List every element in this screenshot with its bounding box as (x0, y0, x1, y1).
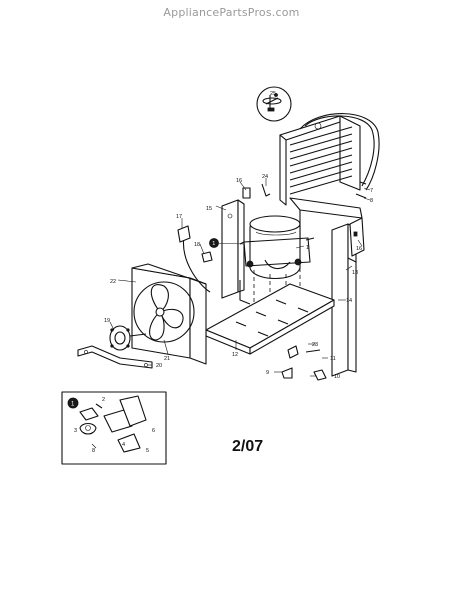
inset-callout-3: 3 (74, 428, 77, 434)
inset-detail-box: 1 (61, 391, 167, 465)
clips (242, 183, 271, 199)
callout-20: 20 (156, 363, 162, 369)
inset-marker-box-label: 1 (71, 402, 75, 408)
inset-callout-4: 4 (122, 442, 125, 448)
inset-callout-5: 5 (146, 448, 149, 454)
fan-motor (109, 325, 147, 351)
callout-17: 17 (176, 214, 182, 220)
motor-bracket (77, 345, 153, 369)
fasteners (281, 181, 367, 381)
callout-13: 13 (352, 270, 358, 276)
callout-8: 8 (370, 198, 373, 204)
inset-callout-8: 8 (92, 448, 95, 454)
callout-25: 25 (270, 91, 276, 97)
callout-labels: 25 7 8 16 24 15 17 18 1 16 13 14 22 19 2… (104, 91, 373, 380)
callout-12: 12 (232, 352, 238, 358)
watermark: AppliancePartsPros.com (163, 6, 300, 19)
inset-marker-main: 1 (209, 238, 219, 248)
compressor (239, 215, 315, 279)
callout-1: 1 (306, 245, 309, 251)
inset-callout-labels: 2 3 4 5 6 8 (74, 397, 155, 454)
left-bracket (221, 199, 245, 299)
condenser-coil (279, 113, 380, 206)
inset-callout-2: 2 (102, 397, 105, 403)
callout-16-right: 16 (356, 246, 362, 252)
callout-19: 19 (104, 318, 110, 324)
callout-22: 22 (110, 279, 116, 285)
callout-14: 14 (346, 298, 352, 304)
detail-circle-25 (256, 86, 292, 122)
callout-16-left: 16 (236, 178, 242, 184)
callout-7: 7 (370, 188, 373, 194)
callout-18: 18 (194, 242, 200, 248)
fan-blade (149, 284, 184, 341)
right-side-panel (289, 197, 365, 377)
callout-11: 11 (330, 356, 336, 362)
callout-9: 9 (266, 370, 269, 376)
base-plate (205, 280, 335, 355)
revision-date: 2/07 (232, 438, 264, 455)
callout-24: 24 (262, 174, 268, 180)
callout-21: 21 (164, 356, 170, 362)
callout-23: 23 (312, 342, 318, 348)
callout-15: 15 (206, 206, 212, 212)
callout-10: 10 (334, 374, 340, 380)
inset-marker-main-label: 1 (212, 241, 215, 247)
inset-callout-6: 6 (152, 428, 155, 434)
wiring (177, 225, 213, 293)
